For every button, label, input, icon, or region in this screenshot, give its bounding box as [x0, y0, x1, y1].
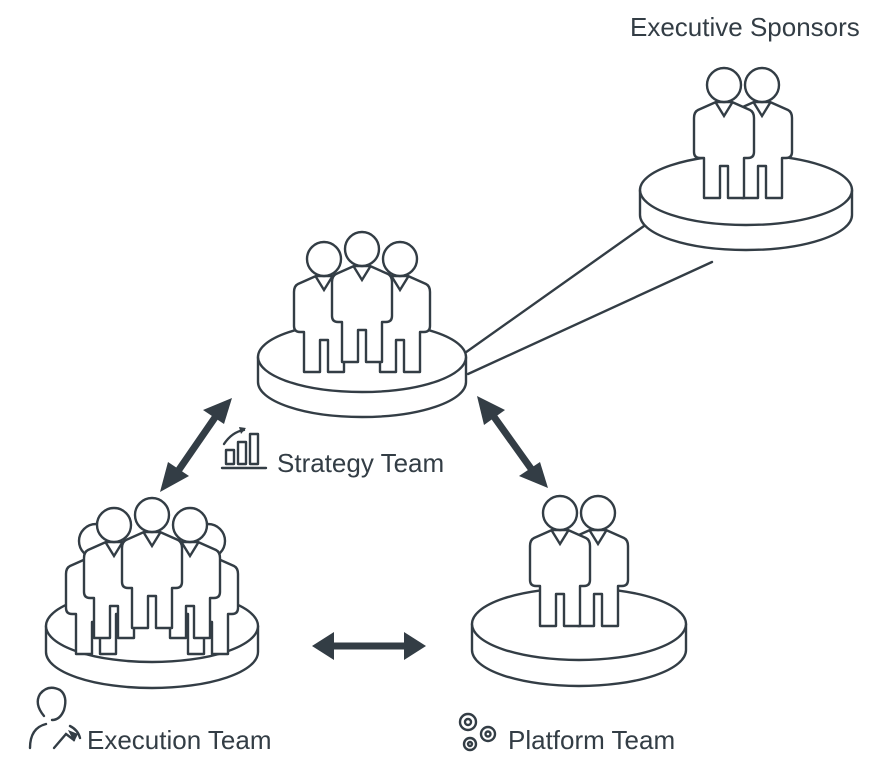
person-arrow-icon: [28, 686, 82, 750]
execution-team-node: [44, 496, 260, 690]
edge-strategy-executive-beam: [453, 224, 714, 376]
platform-team-label: Platform Team: [508, 725, 676, 755]
executive-sponsors-label: Executive Sponsors: [630, 12, 860, 42]
strategy-team-label: Strategy Team: [277, 448, 445, 478]
arrow-strategy-platform: [477, 396, 548, 488]
arrow-execution-platform: [312, 632, 426, 660]
execution-team-label: Execution Team: [87, 725, 272, 755]
strategy-team-node: [256, 230, 468, 419]
arrow-strategy-execution: [160, 398, 232, 492]
growth-chart-icon: [220, 427, 268, 470]
executive-sponsors-node: [638, 66, 854, 252]
gears-icon: [458, 712, 497, 752]
platform-team-node: [470, 494, 688, 688]
